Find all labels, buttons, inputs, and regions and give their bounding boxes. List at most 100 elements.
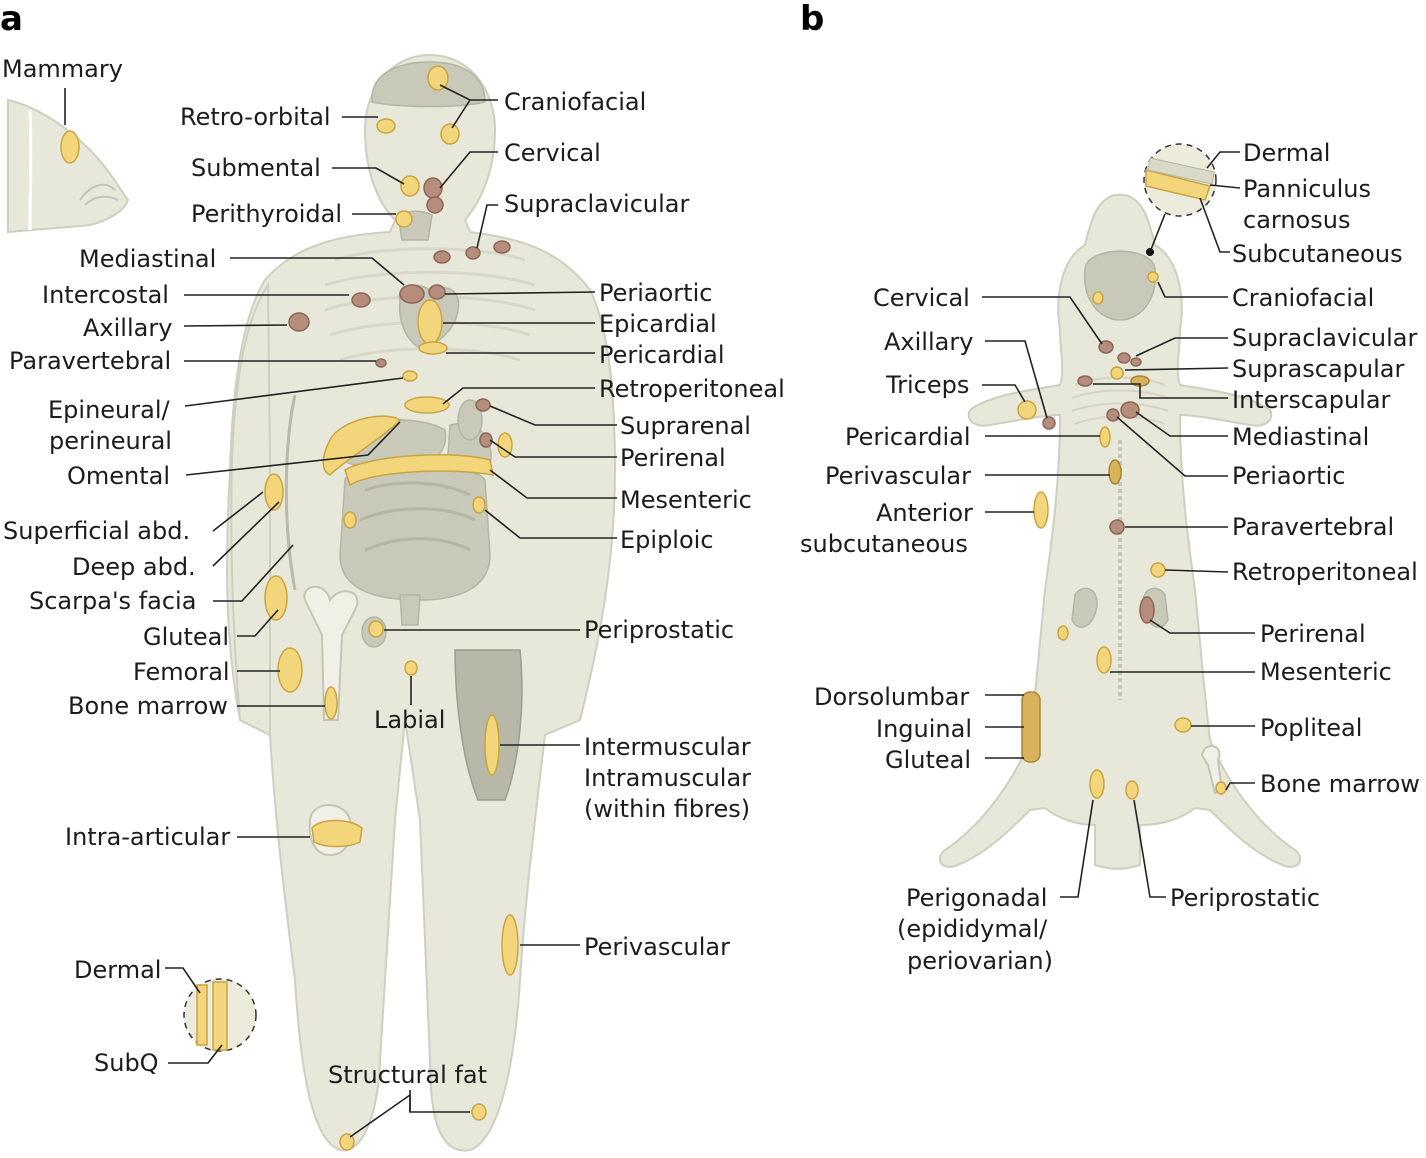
- mouse-label-perivascular: Perivascular: [825, 462, 971, 490]
- mouse-label-mesenteric: Mesenteric: [1260, 658, 1392, 686]
- human-body-silhouette: [226, 53, 617, 1152]
- periaortic-brown-fat: [428, 284, 446, 300]
- mouse-leader-lines: [982, 151, 1255, 898]
- intra-articular-fat: [311, 819, 363, 848]
- human-femur: [303, 585, 359, 721]
- mouse-label-subcutaneous: Subcutaneous: [1232, 240, 1403, 268]
- mouse-label-dermal: Dermal: [1243, 139, 1330, 167]
- omental-fat: [322, 415, 402, 476]
- label-periaortic: Periaortic: [599, 279, 712, 307]
- epicardial-fat: [417, 299, 443, 345]
- mouse-label-retroperitoneal: Retroperitoneal: [1232, 558, 1418, 586]
- label-mammary: Mammary: [2, 55, 123, 83]
- submental-fat: [400, 175, 420, 197]
- mouse-label-paravertebral: Paravertebral: [1232, 513, 1394, 541]
- label-femoral: Femoral: [133, 658, 230, 686]
- label-scarpas-facia: Scarpa's facia: [29, 587, 196, 615]
- label-supraclavicular: Supraclavicular: [504, 190, 689, 218]
- mouse-brain: [1084, 250, 1156, 321]
- mouse-pericardial-fat: [1099, 426, 1111, 448]
- mouse-label-panniculus-line2: carnosus: [1243, 206, 1350, 234]
- mouse-label-bone-marrow: Bone marrow: [1260, 770, 1420, 798]
- axillary-brown-fat: [288, 312, 310, 332]
- mouse-skin-inset: [1143, 143, 1217, 256]
- mouse-perigonadal-fat: [1089, 769, 1105, 799]
- labial-fat: [404, 660, 418, 676]
- gluteal-fat: [264, 575, 288, 621]
- mouse-label-panniculus-line1: Panniculus: [1243, 175, 1371, 203]
- mouse-label-perigonadal-line3: periovarian): [907, 947, 1053, 975]
- label-perivascular: Perivascular: [584, 933, 730, 961]
- mouse-perivascular-fat: [1108, 459, 1122, 485]
- perithyroidal-fat: [395, 210, 413, 228]
- mouse-subcutaneous-layer: [1145, 169, 1211, 201]
- mouse-mediastinal-brown-fat: [1120, 401, 1140, 419]
- human-intestine-folds: [359, 481, 476, 552]
- label-epiploic: Epiploic: [620, 526, 714, 554]
- suprarenal-brown-fat: [475, 398, 491, 412]
- mouse-label-suprascapular: Suprascapular: [1232, 355, 1404, 383]
- breast-silhouette: [7, 98, 130, 234]
- label-omental: Omental: [67, 462, 170, 490]
- human-illustration: a Mammary Retro-orbital Craniofacial Sub…: [0, 0, 785, 1152]
- mouse-left-kidney: [1071, 587, 1098, 628]
- mammary-ducts: [79, 183, 119, 206]
- label-within-fibres: (within fibres): [584, 795, 750, 823]
- retro-orbital-fat: [376, 118, 396, 134]
- mouse-suprascapular-fat: [1110, 366, 1124, 380]
- mouse-label-gluteal: Gluteal: [885, 746, 971, 774]
- label-craniofacial: Craniofacial: [504, 88, 646, 116]
- bone-marrow-fat: [324, 686, 338, 720]
- mouse-craniofacial-fat-2: [1147, 271, 1159, 283]
- label-retro-orbital: Retro-orbital: [180, 103, 331, 131]
- human-skin-inset: [183, 978, 257, 1052]
- mouse-label-inguinal: Inguinal: [876, 715, 972, 743]
- label-intercostal: Intercostal: [42, 281, 169, 309]
- label-perithyroidal: Perithyroidal: [191, 200, 342, 228]
- craniofacial-fat-1: [427, 65, 449, 91]
- human-leader-lines: [64, 84, 617, 1138]
- supraclavicular-brown-fat-1: [433, 250, 451, 264]
- epiploic-fat: [472, 496, 486, 514]
- mouse-triceps-fat: [1017, 400, 1037, 420]
- label-superficial-abd: Superficial abd.: [3, 517, 190, 545]
- mouse-periaortic-brown-fat: [1106, 408, 1120, 422]
- label-perirenal: Perirenal: [620, 444, 726, 472]
- label-intra-articular: Intra-articular: [65, 823, 230, 851]
- mouse-label-periprostatic: Periprostatic: [1170, 884, 1320, 912]
- mouse-mesenteric-fat: [1096, 646, 1112, 674]
- mouse-illustration: b Dermal Panniculus carnosus Subcutaneou…: [800, 0, 1420, 975]
- breast-skin-layer: [28, 109, 33, 231]
- panel-label-b: b: [800, 0, 824, 39]
- label-pericardial: Pericardial: [599, 341, 725, 369]
- label-periprostatic: Periprostatic: [584, 616, 734, 644]
- mouse-axillary-brown-fat: [1042, 416, 1056, 430]
- label-submental: Submental: [191, 154, 321, 182]
- craniofacial-fat-2: [440, 123, 460, 145]
- label-bone-marrow: Bone marrow: [68, 692, 228, 720]
- label-labial: Labial: [374, 706, 445, 734]
- panel-label-a: a: [0, 0, 23, 39]
- superficial-abd-fat: [264, 473, 284, 511]
- human-white-fat-deposits: [264, 65, 519, 1151]
- label-gluteal: Gluteal: [143, 623, 229, 651]
- mouse-label-popliteal: Popliteal: [1260, 714, 1362, 742]
- mouse-periprostatic-fat: [1125, 780, 1139, 800]
- mouse-label-interscapular: Interscapular: [1232, 386, 1391, 414]
- perirenal-brown-fat: [479, 432, 493, 448]
- mouse-inset-pointer-line: [1149, 213, 1166, 253]
- intermuscular-fat: [484, 714, 500, 776]
- label-epicardial: Epicardial: [599, 310, 717, 338]
- label-dermal: Dermal: [74, 956, 161, 984]
- label-subq: SubQ: [94, 1049, 159, 1077]
- human-dermal-fat: [196, 984, 208, 1046]
- mouse-label-cervical: Cervical: [873, 284, 970, 312]
- mesenteric-fat: [344, 454, 494, 487]
- mouse-perirenal-brown-fat: [1139, 596, 1155, 624]
- mouse-label-periaortic: Periaortic: [1232, 462, 1345, 490]
- mammary-inset: [7, 98, 130, 234]
- label-structural-fat: Structural fat: [328, 1061, 487, 1089]
- cervical-brown-fat-2: [426, 196, 444, 214]
- human-kidney: [457, 399, 483, 441]
